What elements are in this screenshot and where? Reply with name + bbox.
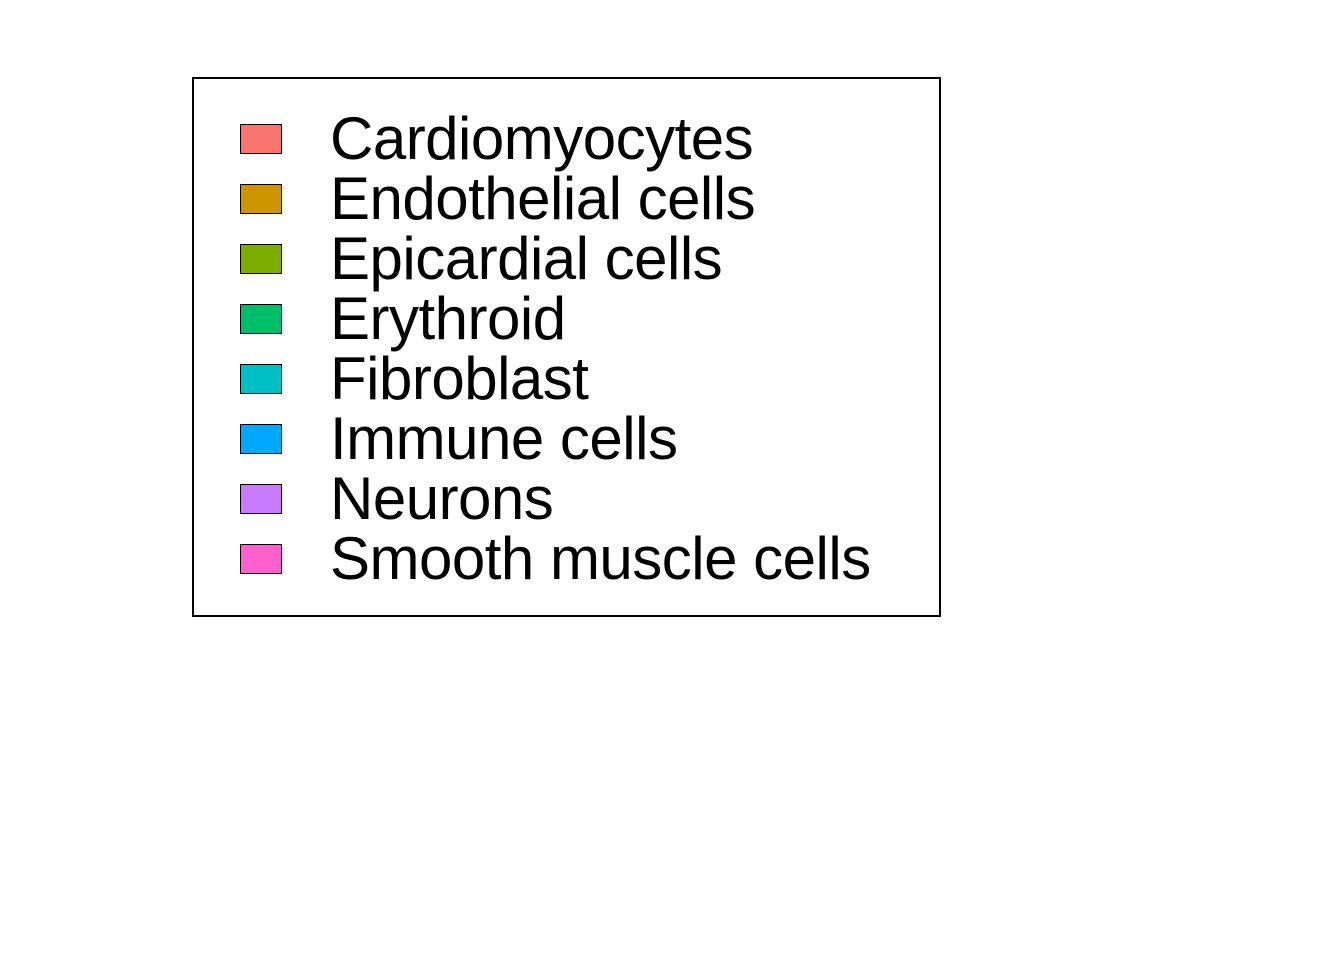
legend-swatch (240, 364, 282, 394)
legend-entry: Smooth muscle cells (194, 529, 939, 589)
legend-entry: Fibroblast (194, 349, 939, 409)
legend-swatch (240, 184, 282, 214)
legend-swatch (240, 424, 282, 454)
legend-swatch (240, 124, 282, 154)
legend-label: Endothelial cells (330, 165, 756, 232)
legend-entry: Endothelial cells (194, 169, 939, 229)
legend-label: Cardiomyocytes (330, 105, 754, 172)
legend-label: Smooth muscle cells (330, 525, 871, 592)
legend-swatch (240, 304, 282, 334)
legend-label: Fibroblast (330, 345, 589, 412)
legend-entry: Neurons (194, 469, 939, 529)
legend-label: Erythroid (330, 285, 566, 352)
legend-entry: Erythroid (194, 289, 939, 349)
legend-label: Epicardial cells (330, 225, 723, 292)
legend-label: Neurons (330, 465, 554, 532)
legend-entry: Immune cells (194, 409, 939, 469)
legend-entry: Cardiomyocytes (194, 109, 939, 169)
legend-swatch (240, 544, 282, 574)
legend-entry: Epicardial cells (194, 229, 939, 289)
legend-swatch (240, 484, 282, 514)
legend-label: Immune cells (330, 405, 678, 472)
legend-swatch (240, 244, 282, 274)
